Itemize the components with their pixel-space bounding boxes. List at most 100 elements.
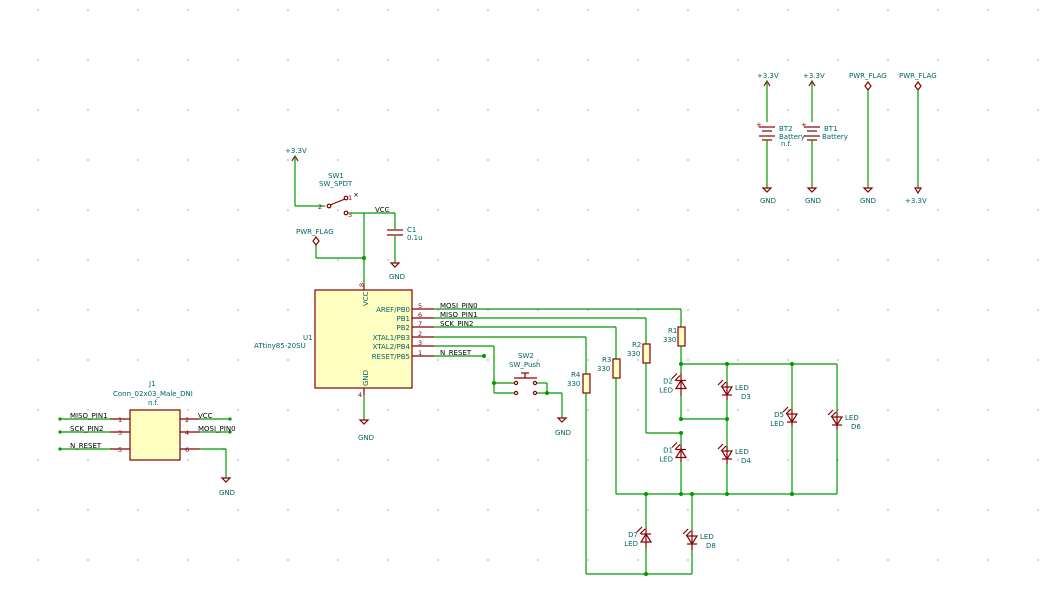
u1-pin-2: PB2 [397,324,410,332]
bt2-gnd-label: GND [760,197,776,205]
svg-text:R2: R2 [632,341,641,349]
svg-text:330: 330 [663,336,676,344]
c1-value: 0.1u [407,234,423,242]
u1-pin-number: 7 [418,320,422,328]
u1-pin-number: 5 [418,302,422,310]
j1-connector[interactable]: J1 Conn_02x03_Male_DNI n.f. 1MISO_PIN13S… [58,380,236,497]
bt2-value: Battery [779,133,805,141]
pwr-flag-3-label: PWR_FLAG [899,72,937,80]
pwr-flag-33-label: +3.3V [905,197,927,205]
bt1-value: Battery [822,133,848,141]
led-ref: D4 [741,457,751,465]
u1-ref: U1 [303,334,313,342]
grid-dots [37,9,1039,561]
sw1-ref: SW1 [328,172,344,180]
sw2-pushbutton[interactable]: SW2 SW_Push GND [492,346,571,437]
svg-text:330: 330 [567,380,580,388]
u1-pin-4: XTAL2/PB4 [373,343,411,351]
svg-text:2: 2 [318,203,322,211]
led-value: LED [624,540,638,548]
led-ref: D1 [663,447,673,455]
svg-text:8: 8 [358,283,366,287]
led-value: LED [700,533,714,541]
svg-text:330: 330 [627,350,640,358]
j1-pin-number: 2 [185,416,189,424]
led-value: LED [735,448,749,456]
net-label: N_RESET [70,442,102,450]
bt1-battery[interactable]: +3.3V + GND BT1 Battery [801,72,848,205]
sw1-value: SW_SPDT [319,180,353,188]
u1-gnd-pin: GND [362,370,370,386]
svg-text:R3: R3 [602,356,611,364]
bt2-battery[interactable]: +3.3V + GND BT2 Battery n.f. [756,72,805,205]
pwr-flag-gnd-label: GND [860,197,876,205]
u1-pin-number: 6 [418,311,422,319]
net-label: MOSI_PIN0 [440,302,478,310]
bt1-ref: BT1 [824,125,838,133]
led-ref: D2 [663,378,673,386]
j1-ref: J1 [148,380,156,388]
led-value: LED [659,456,673,464]
u1-pin-0: AREF/PB0 [376,306,410,314]
svg-text:1: 1 [348,194,352,202]
led-value: LED [770,420,784,428]
j1-value: Conn_02x03_Male_DNI [113,390,193,398]
u1-pin-number: 2 [418,330,422,338]
j1-pin-number: 5 [118,446,122,454]
u1-pin-3: XTAL1/PB3 [373,334,410,342]
net-label: MISO_PIN1 [70,412,108,420]
u1-pin-1: PB1 [397,315,410,323]
svg-text:+: + [801,121,807,129]
r1-resistor[interactable]: R1 330 [663,326,686,347]
v33-label: +3.3V [285,147,307,155]
net-label: SCK_PIN2 [70,425,103,433]
c1-ref: C1 [407,226,416,234]
sw1-switch[interactable]: +3.3V SW1 SW_SPDT 2 1 3 × [285,147,364,219]
u1-pin-number: 3 [418,339,422,347]
bt2-power-label: +3.3V [757,72,779,80]
bt2-ref: BT2 [779,125,793,133]
led-value: LED [659,387,673,395]
pwr-flag-33[interactable]: PWR_FLAG +3.3V [899,72,937,205]
c1-gnd-label: GND [389,273,405,281]
net-label: SCK_PIN2 [440,320,473,328]
led-ref: D8 [706,542,716,550]
r3-resistor[interactable]: R3 330 [597,356,621,379]
j1-pin-number: 3 [118,429,122,437]
u1-pin-5: RESET/PB5 [372,353,410,361]
u1-pin-number: 1 [418,349,422,357]
net-label: MOSI_PIN0 [198,425,236,433]
bt1-power-label: +3.3V [803,72,825,80]
led-value: LED [735,384,749,392]
sw2-gnd-label: GND [555,429,571,437]
svg-text:+: + [756,121,762,129]
j1-note: n.f. [148,399,159,407]
svg-text:R1: R1 [668,327,677,335]
c1-capacitor[interactable]: GND C1 0.1u [387,213,423,281]
net-label: N_RESET [440,349,472,357]
j1-pin-number: 4 [185,429,189,437]
led-ref: D3 [741,393,751,401]
u1-value: ATtiny85-20SU [254,342,306,350]
svg-text:R4: R4 [571,371,581,379]
sw2-ref: SW2 [518,352,534,360]
pwr-flag-1-label: PWR_FLAG [296,228,334,236]
net-label: MISO_PIN1 [440,311,478,319]
r4-resistor[interactable]: R4 330 [567,371,591,394]
svg-text:4: 4 [358,391,362,399]
svg-text:×: × [353,191,359,199]
u1-gnd-label: GND [358,434,374,442]
pwr-flag-gnd[interactable]: PWR_FLAG GND [849,72,887,205]
j1-gnd-label: GND [219,489,235,497]
